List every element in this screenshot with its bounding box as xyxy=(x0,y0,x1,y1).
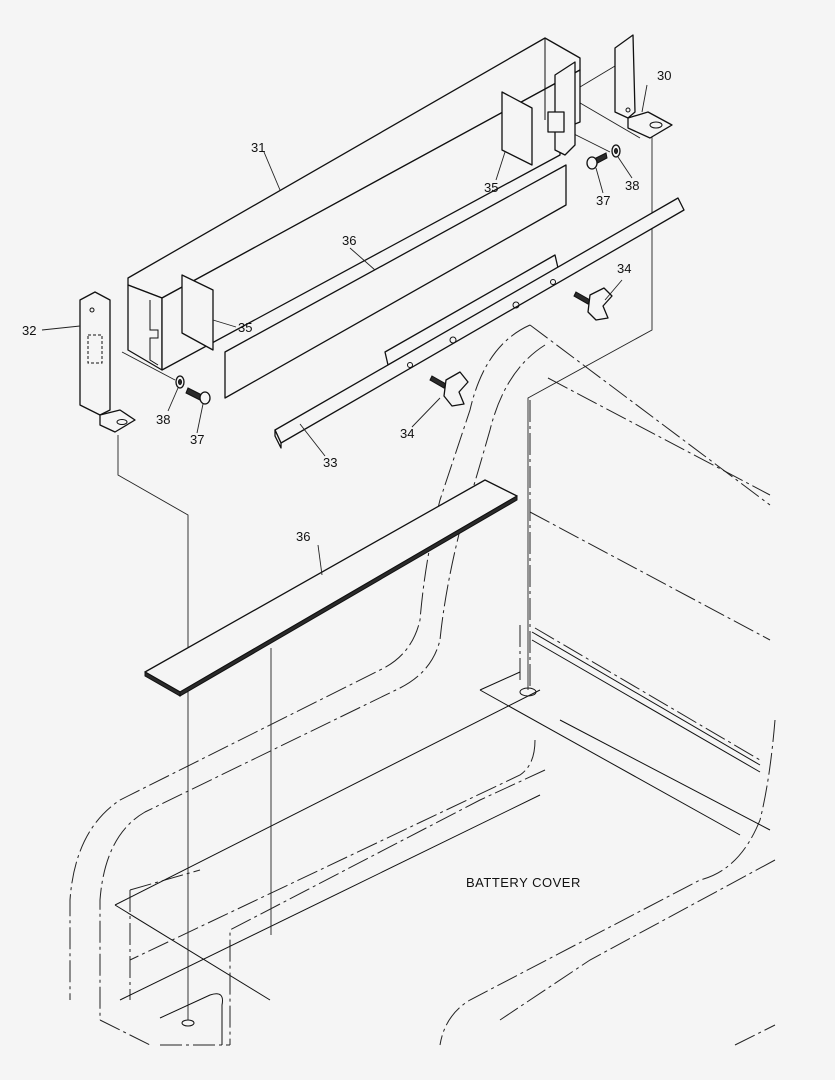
callout-35-right: 35 xyxy=(484,180,498,195)
callout-36-lower: 36 xyxy=(296,529,310,544)
callout-leaders xyxy=(41,84,648,576)
battery-cover-frame xyxy=(114,631,771,1045)
part-36-strip-upper xyxy=(224,164,567,399)
part-32-bracket xyxy=(79,291,136,433)
battery-cover-caption: BATTERY COVER xyxy=(466,875,581,890)
callout-34-left: 34 xyxy=(400,426,414,441)
part-38-washer-right xyxy=(611,144,621,158)
callout-34-right: 34 xyxy=(617,261,631,276)
part-30-bracket xyxy=(614,34,673,139)
callout-30: 30 xyxy=(657,68,671,83)
part-35-pad-left xyxy=(181,274,214,351)
callout-labels: 30 31 32 33 34 34 35 35 36 36 37 37 38 3… xyxy=(22,68,671,544)
callout-37-left: 37 xyxy=(190,432,204,447)
callout-38-right: 38 xyxy=(625,178,639,193)
callout-35-left: 35 xyxy=(238,320,252,335)
part-34-knob-right xyxy=(573,287,613,321)
part-38-washer-left xyxy=(175,375,185,389)
part-36-strip-lower xyxy=(144,479,518,697)
part-34-knob-left xyxy=(429,371,469,407)
part-31-panel xyxy=(127,37,581,371)
callout-38-left: 38 xyxy=(156,412,170,427)
part-37-bolt-right xyxy=(586,152,608,170)
callout-36-upper: 36 xyxy=(342,233,356,248)
part-35-pad-right xyxy=(501,91,533,166)
callout-31: 31 xyxy=(251,140,265,155)
callout-33: 33 xyxy=(323,455,337,470)
callout-37-right: 37 xyxy=(596,193,610,208)
part-33-rail xyxy=(274,197,685,449)
part-37-bolt-left xyxy=(185,387,211,405)
callout-32: 32 xyxy=(22,323,36,338)
battery-cover-phantom-outline xyxy=(69,324,776,1046)
